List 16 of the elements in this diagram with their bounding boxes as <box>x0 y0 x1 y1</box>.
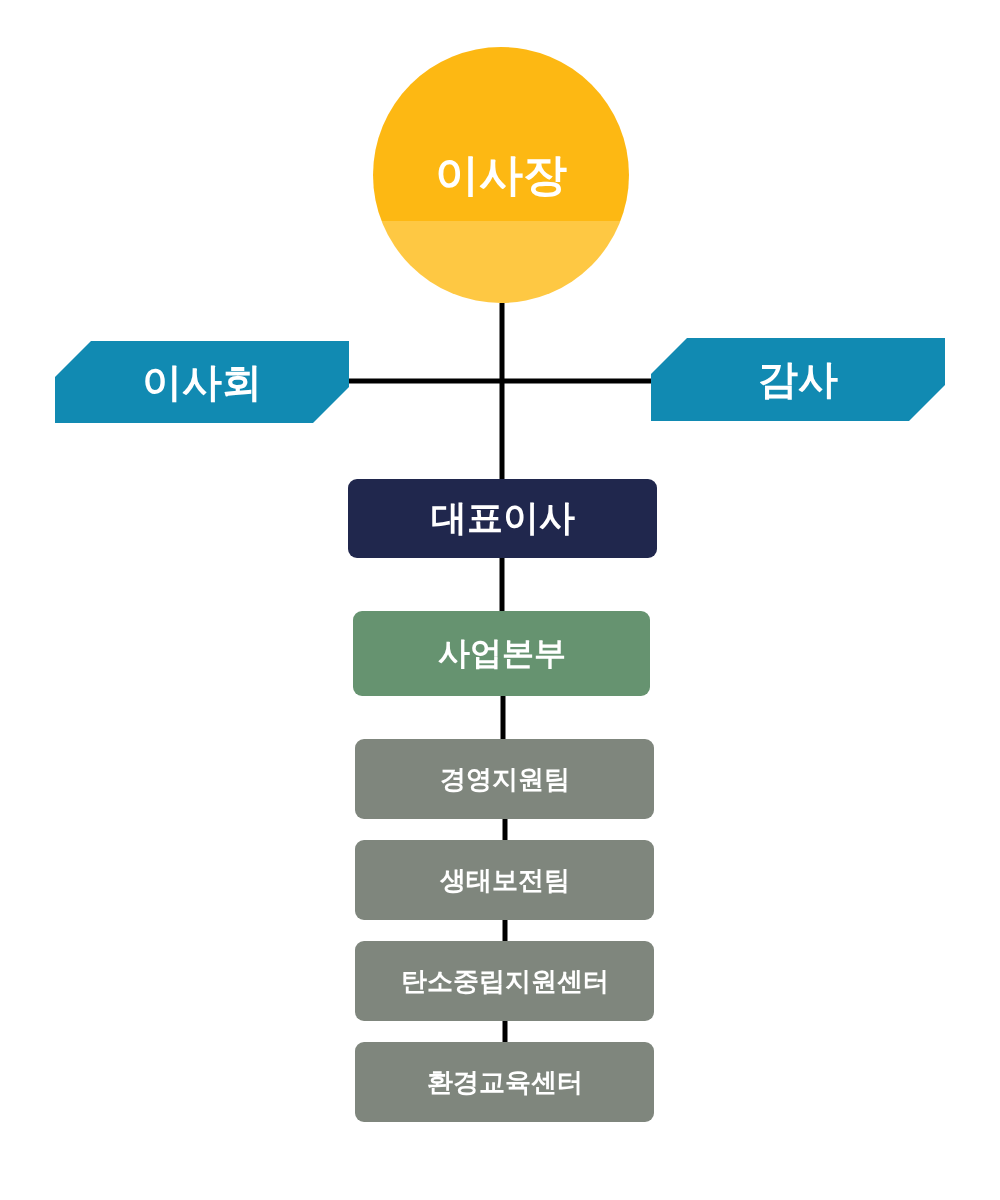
connector-line <box>502 1021 508 1042</box>
chair-circle: 이사장 <box>373 47 629 303</box>
board-box: 이사회 <box>55 341 349 423</box>
team-box: 탄소중립지원센터 <box>355 941 654 1021</box>
team-box: 환경교육센터 <box>355 1042 654 1122</box>
connector-line <box>500 696 506 739</box>
division-box: 사업본부 <box>353 611 650 696</box>
connector-line <box>349 378 651 384</box>
ceo-box: 대표이사 <box>348 479 657 558</box>
audit-box: 감사 <box>651 338 945 421</box>
team-box: 경영지원팀 <box>355 739 654 819</box>
team-box: 생태보전팀 <box>355 840 654 920</box>
connector-line <box>502 819 508 840</box>
connector-line <box>499 558 505 611</box>
connector-line <box>499 303 505 479</box>
connector-line <box>502 920 508 941</box>
